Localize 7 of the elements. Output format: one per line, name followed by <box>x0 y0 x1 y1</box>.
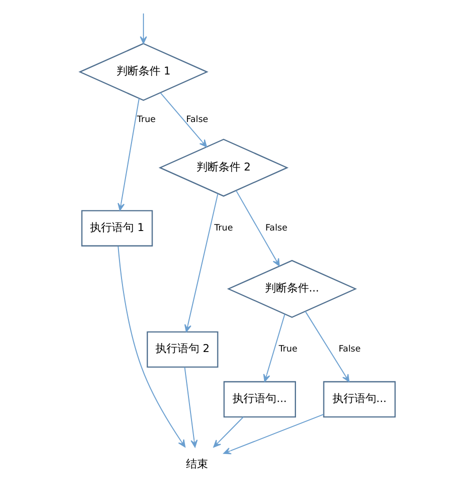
edge-label: False <box>264 223 287 234</box>
edge-label: True <box>136 114 156 125</box>
node-text: 结束 <box>186 458 208 471</box>
edge-label: True <box>278 344 297 355</box>
edge-label: True <box>214 223 232 234</box>
edge-label: False <box>338 344 360 355</box>
edge-label: False <box>186 114 208 125</box>
